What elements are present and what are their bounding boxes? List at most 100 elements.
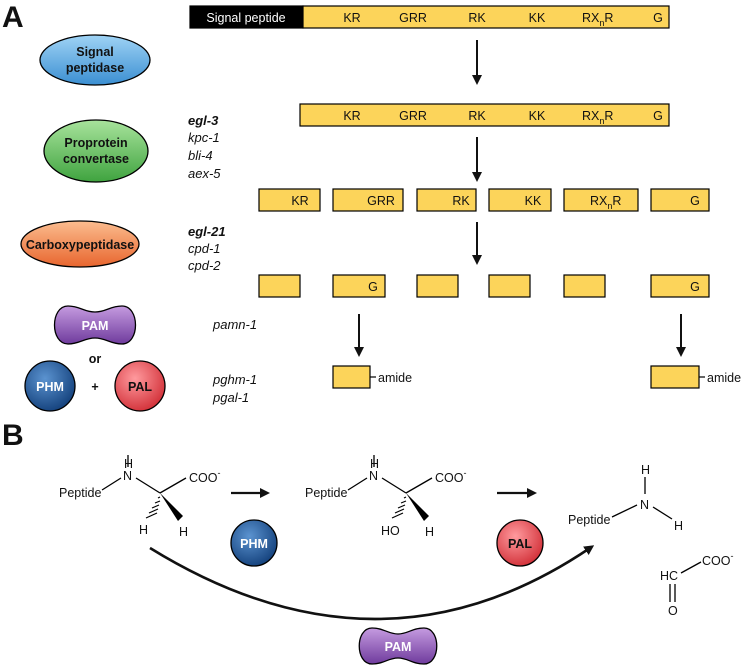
amidated-peptide-left: amide <box>332 365 412 389</box>
pam-blob-b <box>358 627 438 665</box>
m1-h-on-n: H <box>124 457 133 471</box>
gene-kpc-1: kpc-1 <box>188 130 220 145</box>
pam-enzyme-a: PAM <box>54 305 136 345</box>
phm-circle-a <box>24 360 76 412</box>
gene-aex-5: aex-5 <box>188 166 221 181</box>
glyox-o: O <box>668 604 678 618</box>
phm-circle-b <box>230 519 278 567</box>
pam-blob-a <box>54 305 136 345</box>
amidated-peptide-right: amide <box>650 365 741 389</box>
fragment-g <box>650 188 710 212</box>
m1-bond-peptide-n <box>101 477 122 491</box>
proprotein-convertase-label-1: Proprotein <box>64 136 127 150</box>
proprotein-site-kr: KR <box>343 109 360 123</box>
plus-label: + <box>91 380 98 394</box>
m2-n: N <box>369 469 378 483</box>
panel-b-letter: B <box>2 419 24 452</box>
m1-n: N <box>123 469 132 483</box>
m1-bond-n-ca <box>135 477 161 494</box>
m3-n: N <box>640 498 649 512</box>
m2-ho: HO <box>381 524 400 538</box>
trimmed-fragment-4 <box>488 274 531 298</box>
phm-enzyme-a: PHM <box>24 360 76 412</box>
carboxypeptidase-ellipse <box>20 220 140 268</box>
fragment-kk-label: KK <box>525 194 542 208</box>
amide-label-left: amide <box>378 371 412 385</box>
fragment-kr-label: KR <box>291 194 308 208</box>
glycine-extended-peptide: Peptide N H COO- H H <box>59 455 220 539</box>
fragment-g-label: G <box>690 194 700 208</box>
propeptide-segment <box>302 5 670 29</box>
pal-circle-b <box>496 519 544 567</box>
m2-hashed-wedge <box>391 496 407 519</box>
fragment-grr <box>332 188 404 212</box>
m2-h-wedge: H <box>425 525 434 539</box>
pam-enzyme-b: PAM <box>358 627 438 665</box>
carboxypeptidase-label: Carboxypeptidase <box>26 238 134 252</box>
gene-egl-3: egl-3 <box>188 113 219 128</box>
m1-h-wedge: H <box>179 525 188 539</box>
m1-h-hashed: H <box>139 523 148 537</box>
amidated-fragment-right <box>650 365 700 389</box>
gene-pamn-1: pamn-1 <box>212 317 257 332</box>
proprotein-site-rxnr: RXnR <box>582 109 613 126</box>
glyox-bond-c-c <box>680 561 702 574</box>
fragment-grr-label: GRR <box>367 194 395 208</box>
trimmed-fragment-6-g: G <box>690 280 700 294</box>
gene-cpd-1: cpd-1 <box>188 241 221 256</box>
proprotein-site-g: G <box>653 109 663 123</box>
trimmed-fragments-row: G G <box>258 274 710 298</box>
precursor-site-rk: RK <box>468 11 486 25</box>
precursor-site-kk: KK <box>529 11 546 25</box>
trimmed-fragment-3 <box>416 274 459 298</box>
m2-bond-ca-c <box>405 477 433 494</box>
m3-peptide: Peptide <box>568 513 610 527</box>
proprotein-site-rk: RK <box>468 109 486 123</box>
gene-egl-21: egl-21 <box>188 224 226 239</box>
precursor-site-rxnr: RXnR <box>582 11 613 28</box>
glyox-hc: HC <box>660 569 678 583</box>
signal-peptidase-label-2: peptidase <box>66 61 124 75</box>
pal-label-a: PAL <box>128 380 152 394</box>
m2-bond-n-ca <box>381 477 407 494</box>
proprotein-segment <box>299 103 670 127</box>
phm-label-b: PHM <box>240 537 268 551</box>
m1-solid-wedge <box>160 493 183 521</box>
m1-hashed-wedge <box>145 496 161 519</box>
m1-coo: COO- <box>189 468 220 485</box>
precursor-bar: Signal peptide KR GRR RK KK RXnR G <box>189 5 670 29</box>
amide-label-right: amide <box>707 371 741 385</box>
gene-pghm-1: pghm-1 <box>212 372 257 387</box>
gene-bli-4: bli-4 <box>188 148 213 163</box>
trimmed-fragment-2-g: G <box>368 280 378 294</box>
amidated-fragment-left <box>332 365 371 389</box>
signal-peptidase-label-1: Signal <box>76 45 114 59</box>
proprotein-site-kk: KK <box>529 109 546 123</box>
m2-h-on-n: H <box>370 457 379 471</box>
m3-bond-peptide-n <box>611 504 638 518</box>
pam-label-a: PAM <box>82 319 109 333</box>
fragment-rxnr-label: RXnR <box>590 194 621 211</box>
m1-bond-ca-c <box>159 477 187 494</box>
precursor-site-grr: GRR <box>399 11 427 25</box>
pal-enzyme-b: PAL <box>496 519 544 567</box>
fragment-rk-label: RK <box>452 194 470 208</box>
arrow-pam-overall <box>149 545 595 621</box>
gene-cpd-2: cpd-2 <box>188 258 221 273</box>
glyoxylate-product: HC COO- O <box>660 551 733 618</box>
m2-bond-peptide-n <box>347 477 368 491</box>
proprotein-bar: KR GRR RK KK RXnR G <box>299 103 670 127</box>
proprotein-convertase-label-2: convertase <box>63 152 129 166</box>
hydroxyglycine-intermediate: Peptide N H COO- HO H <box>305 455 466 539</box>
carboxypeptidase-enzyme: Carboxypeptidase <box>20 220 140 268</box>
signal-peptidase-enzyme: Signal peptidase <box>39 34 151 86</box>
fragment-kr <box>258 188 321 212</box>
precursor-site-kr: KR <box>343 11 360 25</box>
m2-peptide: Peptide <box>305 486 347 500</box>
m3-h-top: H <box>641 463 650 477</box>
glyox-coo: COO- <box>702 551 733 568</box>
fragment-kk <box>488 188 552 212</box>
fragment-rxnr <box>563 188 639 212</box>
trimmed-fragment-6 <box>650 274 710 298</box>
